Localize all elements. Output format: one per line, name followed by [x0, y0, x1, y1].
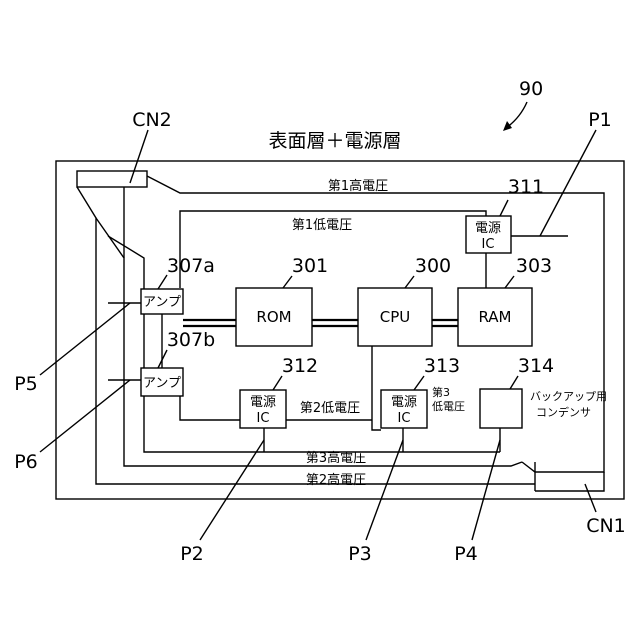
p2-leader: [200, 440, 264, 540]
ref-307a: 307a: [167, 255, 215, 277]
ref-313: 313: [424, 355, 460, 377]
p6-label: P6: [14, 451, 38, 473]
ref-301: 301: [292, 255, 328, 277]
p4-leader: [472, 440, 500, 540]
third-low-voltage-label-2: 低電圧: [432, 400, 465, 413]
p1-leader: [540, 130, 596, 236]
power-ic-311-line1: 電源: [475, 221, 501, 236]
power-ic-313-line2: IC: [398, 411, 411, 426]
ref-311-leader: [500, 200, 508, 216]
amp-to-psu312-line: [180, 396, 240, 420]
backup-capacitor: [480, 389, 522, 428]
p1-label: P1: [588, 109, 612, 131]
third-low-voltage-label-1: 第3: [432, 385, 450, 399]
second-high-voltage-label: 第2高電圧: [306, 472, 366, 488]
p6-leader: [40, 380, 130, 452]
amplifier-307a-label: アンプ: [143, 295, 181, 310]
p5-leader: [40, 303, 130, 375]
figure-ref-number: 90: [519, 78, 543, 100]
connector-cn1: [535, 472, 604, 491]
power-ic-311-line2: IC: [482, 237, 495, 252]
capacitor-label-2: コンデンサ: [536, 405, 591, 419]
ref-303: 303: [516, 255, 552, 277]
power-ic-312-line2: IC: [257, 411, 270, 426]
cn1-label: CN1: [586, 515, 626, 537]
p3-label: P3: [348, 543, 372, 565]
cn1-leader: [585, 484, 596, 512]
ref-314-leader: [510, 376, 518, 389]
ref-301-leader: [283, 276, 292, 288]
ref-307a-leader: [158, 275, 167, 289]
rom-label: ROM: [256, 308, 291, 326]
ref-300: 300: [415, 255, 451, 277]
first-high-voltage-label: 第1高電圧: [328, 178, 388, 194]
connector-cn2: [77, 171, 147, 187]
ref-307b: 307b: [167, 329, 215, 351]
p5-label: P5: [14, 373, 38, 395]
power-ic-312-line1: 電源: [250, 395, 276, 410]
ref-311: 311: [508, 176, 544, 198]
p4-label: P4: [454, 543, 478, 565]
first-low-voltage-label: 第1低電圧: [292, 218, 352, 233]
capacitor-label-1: バックアップ用: [530, 390, 607, 403]
cpu-to-psu313-line: [372, 346, 381, 430]
ref-arrow-head: [503, 121, 512, 131]
cn2-label: CN2: [132, 109, 172, 131]
cpu-label: CPU: [380, 308, 411, 326]
ref-312: 312: [282, 355, 318, 377]
layer-title: 表面層＋電源層: [268, 130, 401, 152]
ref-312-leader: [273, 376, 282, 390]
ref-314: 314: [518, 355, 554, 377]
ref-300-leader: [405, 276, 414, 288]
ram-label: RAM: [478, 308, 511, 326]
ref-303-leader: [505, 276, 514, 288]
p3-leader: [366, 440, 403, 540]
second-low-voltage-label: 第2低電圧: [300, 401, 360, 416]
power-ic-313-line1: 電源: [391, 395, 417, 410]
ref-313-leader: [414, 376, 424, 390]
p2-label: P2: [180, 543, 204, 565]
amplifier-307b-label: アンプ: [143, 376, 181, 391]
